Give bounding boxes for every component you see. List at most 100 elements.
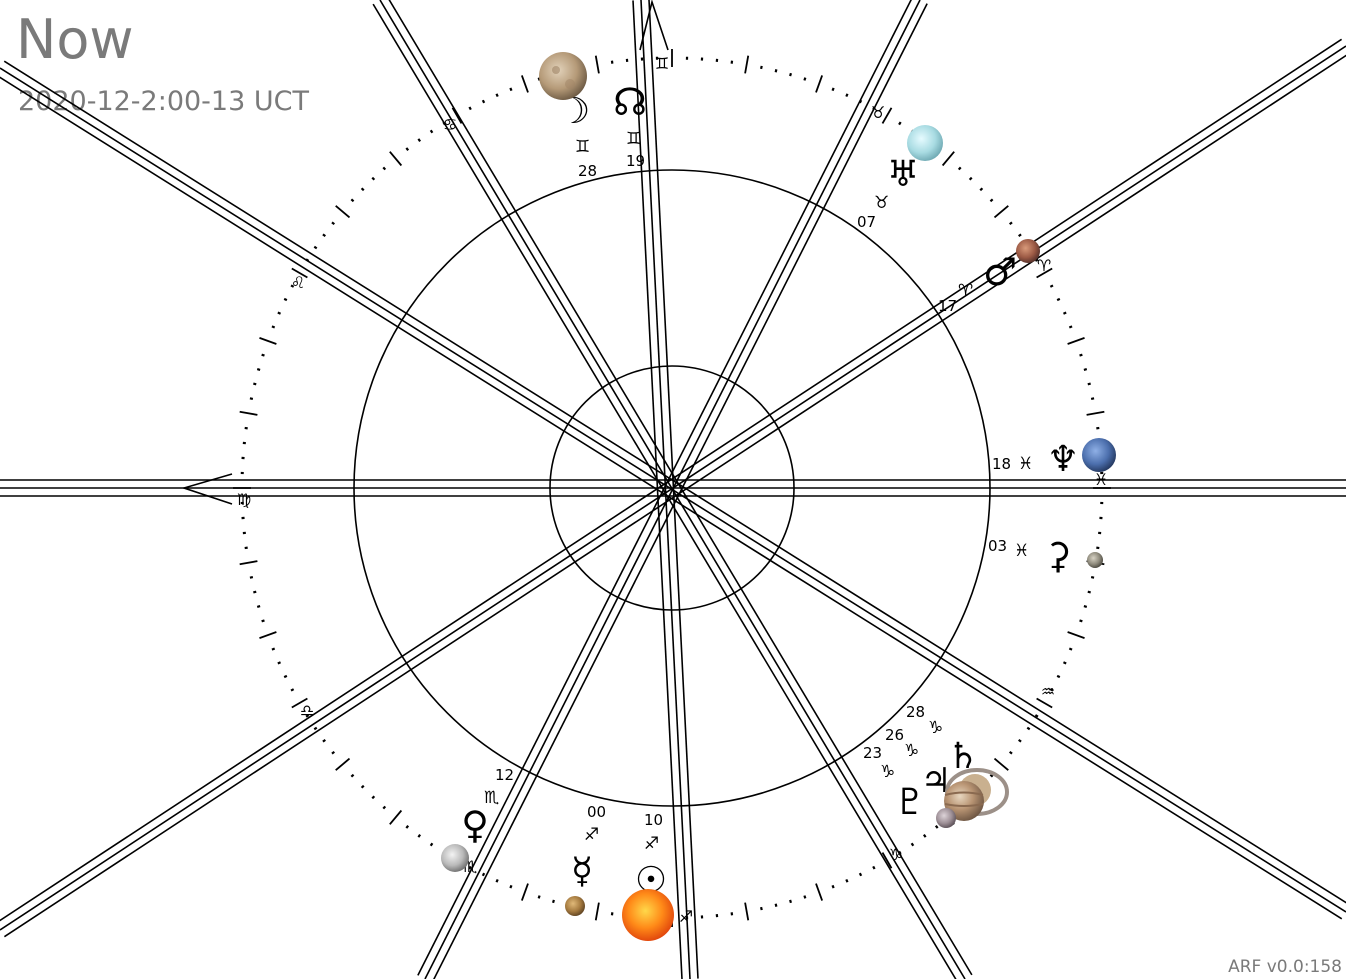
- inner-house-ring: [549, 365, 795, 611]
- zodiac-minor-tick: [249, 397, 254, 400]
- zodiac-minor-tick: [789, 72, 792, 77]
- zodiac-minor-tick: [1079, 353, 1083, 357]
- ascendant-arrow-icon: [181, 473, 233, 505]
- zodiac-minor-tick: [249, 576, 254, 579]
- house-spoke-line: [433, 3, 928, 979]
- cusp-degree: 23: [863, 744, 882, 762]
- zodiac-minor-tick: [858, 872, 863, 877]
- zodiac-minor-tick: [845, 93, 849, 97]
- zodiac-leo-glyph: ♌: [291, 273, 305, 292]
- zodiac-major-tick: [1067, 631, 1085, 639]
- moon-image: [539, 52, 587, 100]
- zodiac-minor-tick: [360, 784, 365, 789]
- neptune-image: [1082, 438, 1116, 472]
- version-label: ARF v0.0:158: [1228, 957, 1342, 977]
- zodiac-minor-tick: [509, 87, 513, 92]
- zodiac-major-tick: [291, 697, 308, 709]
- jupiter-bands: [944, 791, 984, 807]
- zodiac-minor-tick: [1083, 368, 1088, 371]
- pluto-glyph: ♇: [894, 782, 926, 823]
- zodiac-minor-tick: [989, 773, 994, 778]
- cusp-sign: ♑: [880, 762, 895, 782]
- zodiac-taurus-glyph: ♉: [871, 103, 885, 122]
- zodiac-minor-tick: [1049, 688, 1054, 692]
- house-spoke-line: [424, 0, 921, 979]
- zodiac-minor-tick: [271, 325, 276, 329]
- zodiac-minor-tick: [774, 903, 778, 907]
- house-spoke-line: [640, 0, 691, 979]
- house-spoke-line: [388, 0, 973, 976]
- chart-datetime: 2020-12-2:00-13 UCT: [18, 86, 309, 117]
- zodiac-minor-tick: [405, 147, 410, 152]
- zodiac-minor-tick: [989, 198, 994, 203]
- cusp-degree: 18: [992, 455, 1011, 473]
- zodiac-minor-tick: [1079, 619, 1083, 623]
- zodiac-minor-tick: [350, 773, 355, 778]
- zodiac-major-tick: [335, 757, 351, 771]
- zodiac-minor-tick: [481, 99, 486, 104]
- zodiac-minor-tick: [1049, 284, 1054, 288]
- zodiac-minor-tick: [253, 590, 257, 594]
- zodiac-major-tick: [291, 267, 308, 279]
- house-spoke-line: [417, 0, 912, 976]
- zodiac-major-tick: [594, 902, 600, 921]
- house-spoke-line: [0, 38, 1343, 922]
- zodiac-minor-tick: [760, 65, 763, 70]
- uranus-image: [907, 125, 943, 161]
- zodiac-minor-tick: [429, 842, 434, 847]
- zodiac-aries-glyph: ♈: [1037, 256, 1051, 275]
- zodiac-major-tick: [521, 883, 529, 901]
- cusp-sign: ♏: [484, 788, 499, 808]
- zodiac-minor-tick: [290, 688, 295, 692]
- zodiac-sagittarius-glyph: ♐: [679, 907, 693, 926]
- zodiac-major-tick: [744, 55, 750, 74]
- zodiac-major-tick: [815, 883, 823, 901]
- zodiac-minor-tick: [371, 795, 376, 800]
- ceres-image: [1087, 552, 1103, 568]
- zodiac-minor-tick: [261, 619, 265, 623]
- zodiac-minor-tick: [872, 106, 876, 111]
- zodiac-minor-tick: [760, 906, 763, 911]
- cusp-sign: ♓: [1018, 454, 1033, 474]
- zodiac-major-tick: [259, 337, 277, 345]
- zodiac-minor-tick: [968, 176, 973, 181]
- zodiac-minor-tick: [979, 187, 984, 192]
- zodiac-major-tick: [239, 560, 258, 566]
- midheaven-arrow-icon: [639, 0, 669, 51]
- zodiac-capricorn-glyph: ♑: [889, 845, 903, 864]
- zodiac-major-tick: [941, 151, 955, 167]
- zodiac-minor-tick: [429, 129, 434, 134]
- zodiac-minor-tick: [442, 121, 446, 126]
- cusp-sign: ♐: [584, 825, 599, 845]
- zodiac-minor-tick: [256, 605, 261, 608]
- zodiac-minor-tick: [261, 353, 265, 357]
- neptune-glyph: ♆: [1047, 439, 1079, 480]
- zodiac-minor-tick: [313, 726, 318, 731]
- zodiac-minor-tick: [509, 884, 513, 889]
- zodiac-major-tick: [1086, 410, 1105, 416]
- zodiac-minor-tick: [898, 850, 902, 855]
- cusp-sign: ♉: [874, 193, 889, 213]
- zodiac-minor-tick: [1090, 576, 1095, 579]
- zodiac-major-tick: [744, 902, 750, 921]
- zodiac-minor-tick: [1068, 647, 1073, 651]
- zodiac-minor-tick: [803, 895, 807, 899]
- zodiac-minor-tick: [468, 106, 472, 111]
- zodiac-minor-tick: [253, 382, 257, 386]
- cusp-degree: 17: [938, 297, 957, 315]
- zodiac-minor-tick: [277, 311, 281, 315]
- zodiac-minor-tick: [1034, 714, 1039, 718]
- house-spoke-line: [632, 0, 683, 979]
- venus-image: [441, 844, 469, 872]
- cusp-degree: 28: [578, 162, 597, 180]
- zodiac-major-tick: [594, 55, 600, 74]
- sun-image: [622, 889, 674, 941]
- zodiac-minor-tick: [1090, 397, 1095, 400]
- zodiac-minor-tick: [552, 899, 555, 904]
- zodiac-minor-tick: [1026, 726, 1031, 731]
- zodiac-minor-tick: [1063, 311, 1067, 315]
- pluto-image: [936, 808, 956, 828]
- zodiac-minor-tick: [305, 714, 310, 718]
- zodiac-minor-tick: [774, 69, 778, 73]
